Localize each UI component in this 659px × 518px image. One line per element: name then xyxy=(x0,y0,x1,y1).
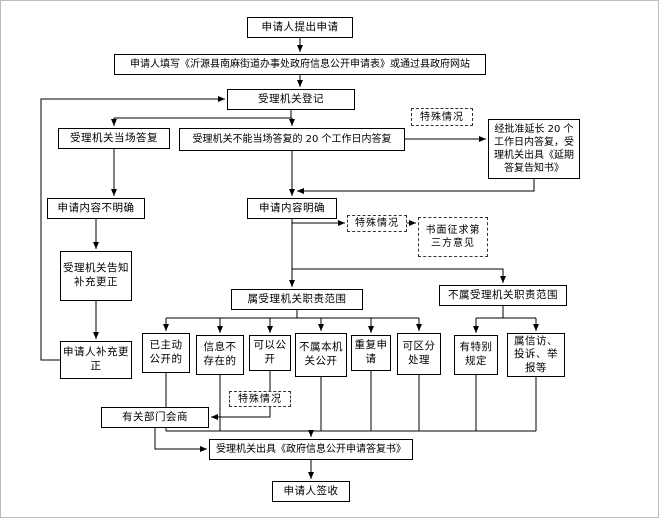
node-not-onsite-reply: 受理机关不能当场答复的 20 个工作日内答复 xyxy=(179,128,405,151)
node-applicant-supplement: 申请人补充更正 xyxy=(60,341,132,379)
node-onsite-reply: 受理机关当场答复 xyxy=(58,128,170,149)
node-department-consult: 有关部门会商 xyxy=(101,407,209,428)
node-fill-form: 申请人填写《沂源县南麻街道办事处政府信息公开申请表》或通过县政府网站 xyxy=(114,54,486,75)
node-applicant-sign: 申请人签收 xyxy=(272,481,350,502)
node-info-not-exist: 信息不存在的 xyxy=(196,335,244,375)
node-content-unclear: 申请内容不明确 xyxy=(47,198,145,219)
node-not-this-organ: 不属本机关公开 xyxy=(295,333,347,377)
node-special-case-3: 特殊情况 xyxy=(229,391,291,407)
node-content-clear: 申请内容明确 xyxy=(247,198,337,219)
node-third-party-opinion: 书面征求第三方意见 xyxy=(418,217,488,257)
node-submit-application: 申请人提出申请 xyxy=(247,17,353,38)
node-already-public: 已主动公开的 xyxy=(142,333,190,373)
node-in-scope: 属受理机关职责范围 xyxy=(231,289,363,310)
node-special-case-2: 特殊情况 xyxy=(347,215,407,232)
node-register: 受理机关登记 xyxy=(227,89,355,110)
node-reply-document: 受理机关出具《政府信息公开申请答复书》 xyxy=(209,439,413,460)
node-special-rule: 有特别规定 xyxy=(454,335,498,375)
node-notify-supplement: 受理机关告知补充更正 xyxy=(60,251,132,301)
node-extend-reply: 经批准延长 20 个工作日内答复，受理机关出具《延期答复告知书》 xyxy=(488,119,580,179)
node-can-public: 可以公开 xyxy=(249,335,291,371)
node-special-case-1: 特殊情况 xyxy=(411,108,473,126)
node-repeat-application: 重复申请 xyxy=(351,335,391,371)
node-separable-handling: 可区分处理 xyxy=(397,333,441,375)
node-petition-complaint: 属信访、投诉、举报等 xyxy=(507,333,565,377)
node-out-of-scope: 不属受理机关职责范围 xyxy=(439,285,567,306)
